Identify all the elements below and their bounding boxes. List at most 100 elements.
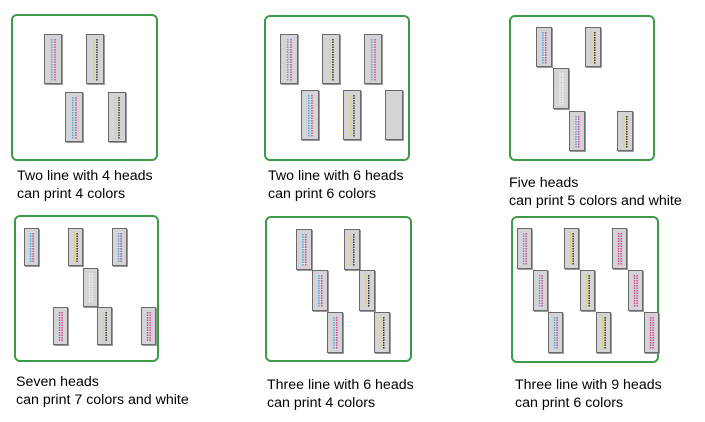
nozzle-dot — [585, 282, 588, 284]
nozzle-dot — [353, 122, 355, 124]
nozzle-dot — [76, 238, 78, 240]
nozzle-dot — [556, 324, 558, 326]
nozzle-dot — [329, 54, 331, 56]
nozzle-dot — [118, 134, 120, 136]
nozzle-dot — [302, 256, 304, 258]
nozzle-dot — [371, 59, 373, 61]
nozzle-dot — [96, 71, 98, 73]
nozzle-dot — [302, 264, 304, 266]
nozzle-dot — [591, 52, 593, 54]
nozzle-dot — [54, 44, 56, 46]
nozzle-dot — [332, 71, 334, 73]
nozzle-dot — [333, 339, 335, 341]
nozzle-columns — [522, 233, 527, 265]
nozzle-dot — [54, 51, 56, 53]
nozzle-dot — [353, 256, 355, 258]
nozzle-dot — [93, 46, 95, 48]
nozzle-dot — [321, 275, 323, 277]
nozzle-dot — [72, 119, 74, 121]
nozzle-dot — [601, 329, 604, 331]
caption-line-1: Seven heads — [16, 374, 99, 390]
nozzle-dot — [149, 324, 151, 326]
nozzle-dot — [51, 49, 53, 51]
nozzle-dot — [311, 95, 313, 97]
nozzle-dot — [585, 280, 588, 282]
nozzle-dot — [588, 305, 590, 307]
nozzle-dot — [321, 287, 323, 289]
nozzle-dot — [620, 260, 622, 262]
nozzle-dot — [617, 243, 620, 245]
nozzle-dot — [105, 327, 107, 329]
nozzle-dot — [617, 250, 620, 252]
nozzle-dot — [105, 329, 107, 331]
nozzle-dot — [58, 314, 61, 316]
nozzle-columns — [617, 233, 622, 265]
nozzle-dot — [623, 121, 625, 123]
nozzle-dot — [102, 314, 105, 316]
nozzle-dot — [333, 317, 335, 319]
nozzle-dot — [623, 128, 625, 130]
nozzle-dot — [308, 100, 310, 102]
nozzle-dot — [365, 302, 367, 304]
nozzle-dot — [54, 49, 56, 51]
nozzle-dot — [76, 233, 78, 235]
nozzle-dot — [633, 302, 636, 304]
nozzle-dot — [633, 300, 636, 302]
nozzle-dot — [302, 261, 304, 263]
nozzle-dot — [538, 297, 541, 299]
nozzle-columns — [386, 91, 402, 139]
nozzle-dot — [72, 99, 74, 101]
nozzle-dot — [308, 110, 310, 112]
nozzle-dot — [578, 143, 580, 145]
nozzle-dot — [287, 76, 289, 78]
print-head — [112, 228, 127, 266]
nozzle-dot — [569, 240, 572, 242]
nozzle-dot — [290, 64, 292, 66]
nozzle-dot — [522, 253, 525, 255]
nozzle-dot — [329, 56, 331, 58]
nozzle-dot — [76, 260, 78, 262]
nozzle-dot — [333, 319, 335, 321]
nozzle-dot — [72, 102, 74, 104]
nozzle-dot — [569, 260, 572, 262]
nozzle-dot — [617, 235, 620, 237]
caption-line-1: Three line with 9 heads — [515, 377, 662, 393]
nozzle-dot — [553, 347, 556, 349]
nozzle-dot — [541, 282, 543, 284]
nozzle-dot — [553, 339, 556, 341]
nozzle-dot — [545, 49, 547, 51]
nozzle-dot — [120, 248, 122, 250]
nozzle-dot — [329, 51, 331, 53]
nozzle-dot — [636, 295, 638, 297]
nozzle-dot — [371, 41, 373, 43]
nozzle-dot — [585, 305, 588, 307]
print-head — [628, 270, 643, 311]
nozzle-dot — [525, 250, 527, 252]
nozzle-dot — [538, 277, 541, 279]
nozzle-dot — [559, 95, 561, 97]
nozzle-dot — [588, 282, 590, 284]
nozzle-dot — [562, 73, 564, 75]
nozzle-dot — [318, 292, 320, 294]
nozzle-dot — [368, 302, 370, 304]
nozzle-dot — [623, 138, 625, 140]
nozzle-dot — [371, 76, 373, 78]
nozzle-dot — [287, 39, 289, 41]
nozzle-dot — [578, 131, 580, 133]
nozzle-dot — [308, 130, 310, 132]
nozzle-dot — [72, 107, 74, 109]
nozzle-dot — [604, 339, 606, 341]
config-caption: Five heads can print 5 colors and white — [509, 174, 682, 210]
nozzle-dot — [329, 46, 331, 48]
nozzle-dot — [54, 66, 56, 68]
nozzle-dot — [374, 66, 376, 68]
nozzle-dot — [383, 344, 385, 346]
nozzle-dot — [93, 64, 95, 66]
nozzle-dot — [575, 143, 577, 145]
nozzle-dot — [591, 62, 593, 64]
nozzle-dot — [29, 253, 32, 255]
nozzle-dot — [51, 74, 53, 76]
nozzle-dot — [115, 132, 117, 134]
nozzle-dot — [569, 235, 572, 237]
nozzle-dot — [32, 240, 34, 242]
